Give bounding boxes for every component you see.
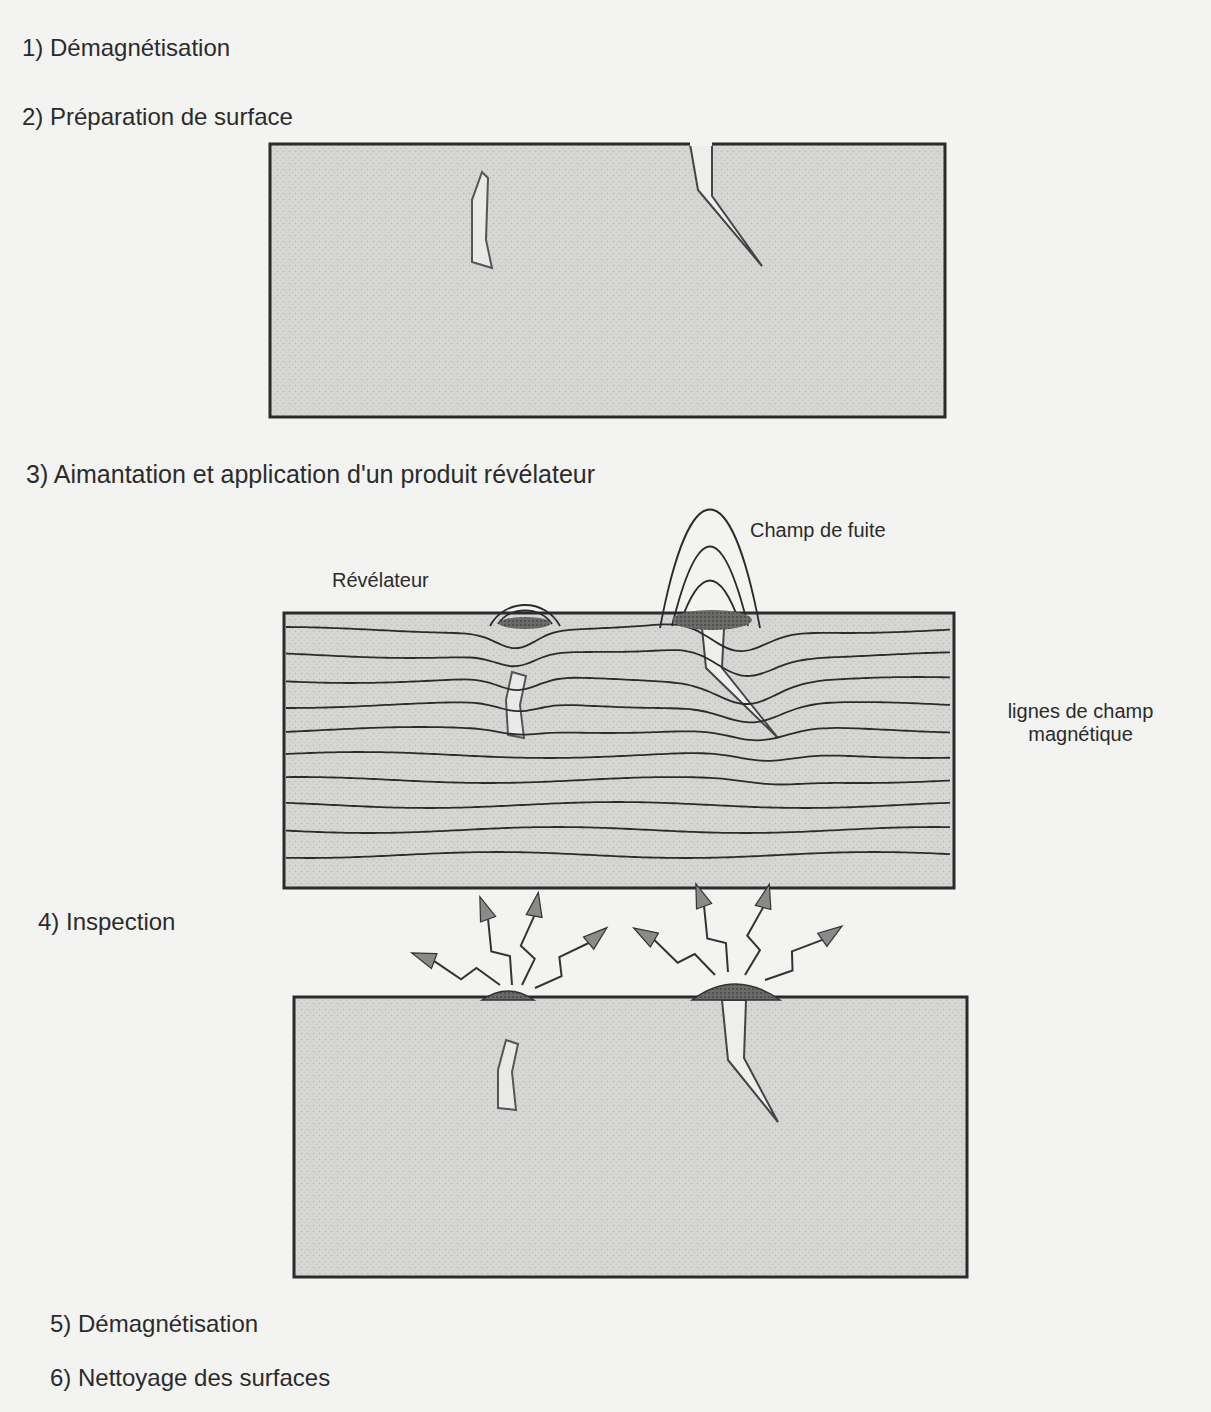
light-ray — [521, 916, 535, 985]
light-ray — [765, 940, 822, 980]
part-block — [270, 140, 945, 417]
arrow-head — [755, 884, 770, 909]
field-line — [286, 677, 950, 704]
light-ray — [488, 919, 512, 985]
field-line — [286, 702, 950, 722]
field-line — [286, 650, 950, 676]
step-heading: 1) Démagnétisation — [22, 34, 230, 62]
light-ray — [654, 940, 715, 975]
field-line — [286, 827, 950, 833]
light-ray — [535, 943, 589, 988]
light-ray — [745, 907, 763, 975]
field-line — [286, 852, 950, 858]
field-line — [286, 752, 950, 761]
step-heading: 3) Aimantation et application d'un produ… — [26, 460, 595, 489]
step-heading: 5) Démagnétisation — [50, 1310, 258, 1338]
light-ray — [704, 906, 728, 972]
part-block — [284, 510, 954, 889]
field-line — [286, 624, 950, 651]
light-ray — [434, 961, 500, 985]
part-label: lignes de champ magnétique — [968, 700, 1193, 746]
part-label: Champ de fuite — [750, 519, 886, 542]
part-block — [294, 884, 967, 1277]
field-line — [286, 777, 950, 784]
arrow-head — [696, 884, 712, 909]
part-label: Révélateur — [332, 569, 429, 592]
arrow-head — [412, 953, 437, 969]
field-line — [286, 802, 950, 808]
arrow-head — [526, 892, 542, 917]
arrow-head — [818, 926, 842, 946]
step-heading: 6) Nettoyage des surfaces — [50, 1364, 330, 1392]
arrow-head — [480, 897, 496, 922]
arrow-head — [634, 928, 659, 947]
step-heading: 2) Préparation de surface — [22, 103, 293, 131]
arrow-head — [583, 928, 607, 950]
field-line — [286, 727, 950, 740]
step-heading: 4) Inspection — [38, 908, 175, 936]
